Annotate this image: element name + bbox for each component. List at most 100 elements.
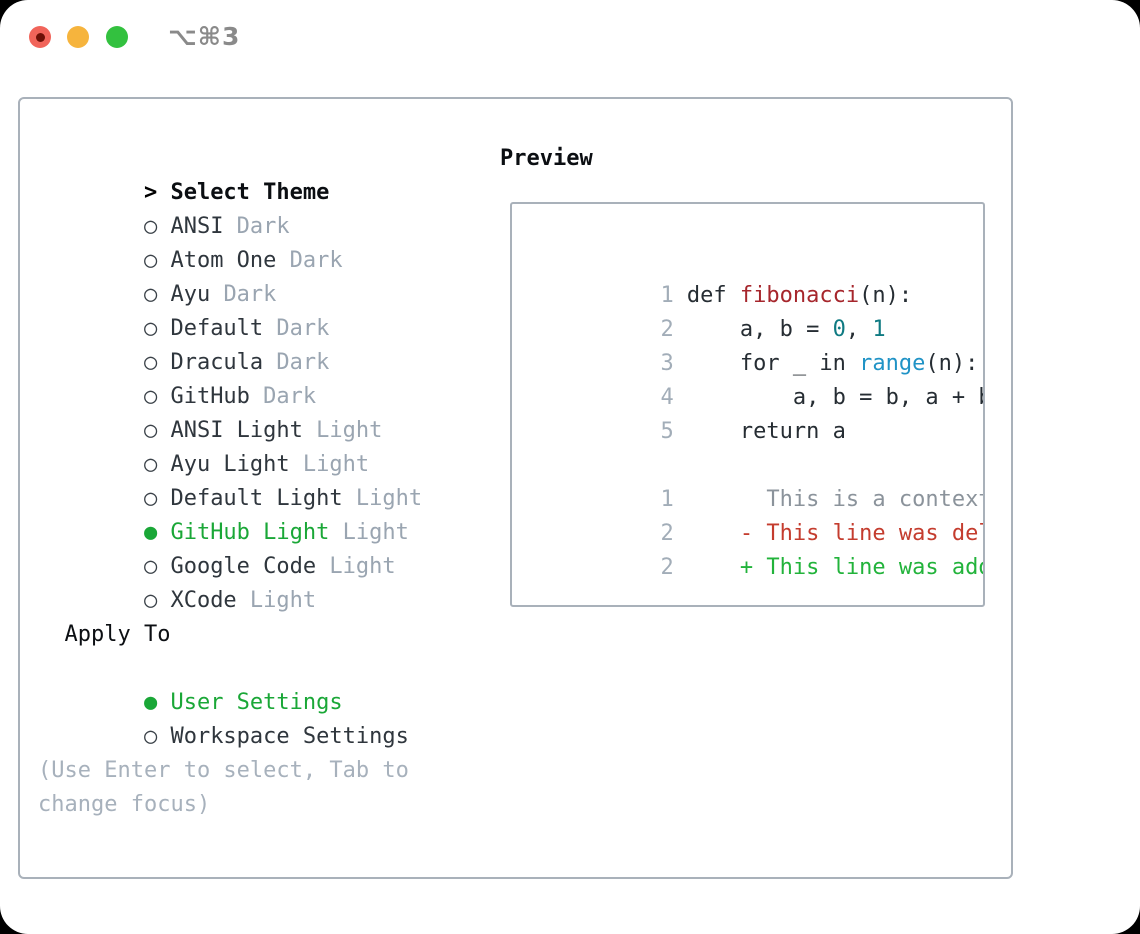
apply-to-section: Apply To ● User Settings ○ Workspace Setti…	[38, 618, 409, 749]
preview-header: Preview	[500, 146, 593, 171]
keyboard-shortcut-label: ⌥⌘3	[168, 22, 241, 51]
theme-name: Atom One	[170, 248, 277, 273]
theme-option-google-code[interactable]: ○ Google Code Light	[38, 516, 422, 579]
diff-context-text: This is a context line.	[766, 487, 985, 512]
theme-variant: Dark	[276, 316, 330, 341]
code-number-literal: 1	[872, 317, 886, 342]
code-text: a, b = b, a + b	[686, 385, 985, 410]
apply-to-header: Apply To	[64, 622, 171, 647]
minimize-button[interactable]	[67, 26, 89, 48]
theme-option-ansi-dark[interactable]: ○ ANSI Dark	[38, 176, 422, 239]
apply-option-user-settings[interactable]: ● User Settings	[38, 652, 409, 715]
prompt-icon: >	[143, 180, 158, 205]
radio-icon: ○	[143, 724, 158, 749]
theme-option-default-dark[interactable]: ○ Default Dark	[38, 278, 422, 341]
theme-variant: Dark	[236, 214, 290, 239]
theme-option-ayu-dark[interactable]: ○ Ayu Dark	[38, 244, 422, 307]
apply-option-label: Workspace Settings	[170, 724, 409, 749]
theme-name: Default Light	[170, 486, 343, 511]
theme-name: GitHub Light	[170, 520, 330, 545]
select-theme-header: > Select Theme	[38, 142, 422, 205]
line-number: 2	[660, 317, 674, 342]
line-number: 2	[660, 555, 674, 580]
code-line: 4 a, b = b, a + b	[528, 347, 983, 410]
line-number: 1	[660, 283, 674, 308]
theme-option-default-light[interactable]: ○ Default Light Light	[38, 448, 422, 511]
code-line: 1 def fibonacci(n):	[528, 245, 983, 308]
theme-option-ansi-light[interactable]: ○ ANSI Light Light	[38, 380, 422, 443]
code-text: (n):	[925, 351, 979, 376]
diff-deleted-line: 2 - This line was deleted.	[528, 483, 983, 546]
radio-icon: ○	[143, 588, 158, 613]
code-function-name: fibonacci	[739, 283, 860, 308]
code-builtin: range	[859, 351, 926, 376]
radio-selected-icon: ●	[143, 520, 158, 545]
diff-added-text: + This line was added.	[739, 555, 983, 580]
code-text: a, b =	[686, 317, 833, 342]
diff-context-line: 1 This is a context line.	[528, 449, 983, 512]
radio-icon: ○	[143, 350, 158, 375]
theme-variant: Light	[316, 418, 383, 443]
titlebar: ⌥⌘3	[0, 0, 1140, 75]
theme-variant: Light	[342, 520, 409, 545]
radio-icon: ○	[143, 248, 158, 273]
select-theme-title: Select Theme	[170, 180, 330, 205]
theme-option-xcode[interactable]: ○ XCode Light	[38, 550, 422, 613]
diff-added-line: 2 + This line was added.	[528, 517, 983, 580]
radio-icon: ○	[143, 554, 158, 579]
code-number-literal: 0	[832, 317, 846, 342]
diff-deleted-text: - This line was deleted.	[739, 521, 983, 546]
theme-option-github-dark[interactable]: ○ GitHub Dark	[38, 346, 422, 409]
theme-name: Ayu Light	[170, 452, 290, 477]
line-number: 1	[660, 487, 674, 512]
theme-name: GitHub	[170, 384, 250, 409]
radio-icon: ○	[143, 384, 158, 409]
theme-name: Google Code	[170, 554, 317, 579]
code-line: 2 a, b = 0, 1	[528, 279, 983, 342]
theme-option-atom-one-dark[interactable]: ○ Atom One Dark	[38, 210, 422, 273]
code-line: 5 return a	[528, 381, 983, 444]
theme-variant: Light	[355, 486, 423, 511]
line-number: 5	[660, 419, 674, 444]
code-text: ,	[845, 317, 873, 342]
theme-variant: Light	[302, 452, 370, 477]
apply-option-workspace-settings[interactable]: ○ Workspace Settings	[38, 686, 409, 749]
theme-variant: Dark	[223, 282, 277, 307]
radio-icon: ○	[143, 282, 158, 307]
theme-name: ANSI	[170, 214, 224, 239]
apply-option-label: User Settings	[170, 690, 343, 715]
theme-name: XCode	[170, 588, 237, 613]
radio-icon: ○	[143, 316, 158, 341]
theme-variant: Dark	[289, 248, 343, 273]
zoom-button[interactable]	[106, 26, 128, 48]
code-text: return a	[686, 419, 846, 444]
theme-option-github-light[interactable]: ● GitHub Light Light	[38, 482, 422, 545]
radio-selected-icon: ●	[143, 690, 158, 715]
code-line: 3 for _ in range(n):	[528, 313, 983, 376]
theme-name: Default	[170, 316, 264, 341]
theme-option-ayu-light[interactable]: ○ Ayu Light Light	[38, 414, 422, 477]
radio-icon: ○	[143, 214, 158, 239]
line-number: 3	[660, 351, 674, 376]
hint-text: (Use Enter to select, Tab to change focu…	[38, 758, 409, 817]
code-text: for _ in	[686, 351, 860, 376]
theme-variant: Dark	[263, 384, 317, 409]
theme-variant: Light	[249, 588, 317, 613]
theme-variant: Light	[329, 554, 396, 579]
theme-name: Ayu	[170, 282, 211, 307]
theme-name: Dracula	[170, 350, 264, 375]
theme-option-dracula-dark[interactable]: ○ Dracula Dark	[38, 312, 422, 375]
radio-icon: ○	[143, 418, 158, 443]
close-button[interactable]	[29, 26, 51, 48]
line-number: 4	[660, 385, 674, 410]
code-keyword: def	[686, 283, 740, 308]
line-number: 2	[660, 521, 674, 546]
code-text: (n):	[859, 283, 913, 308]
radio-icon: ○	[143, 486, 158, 511]
theme-name: ANSI Light	[170, 418, 303, 443]
